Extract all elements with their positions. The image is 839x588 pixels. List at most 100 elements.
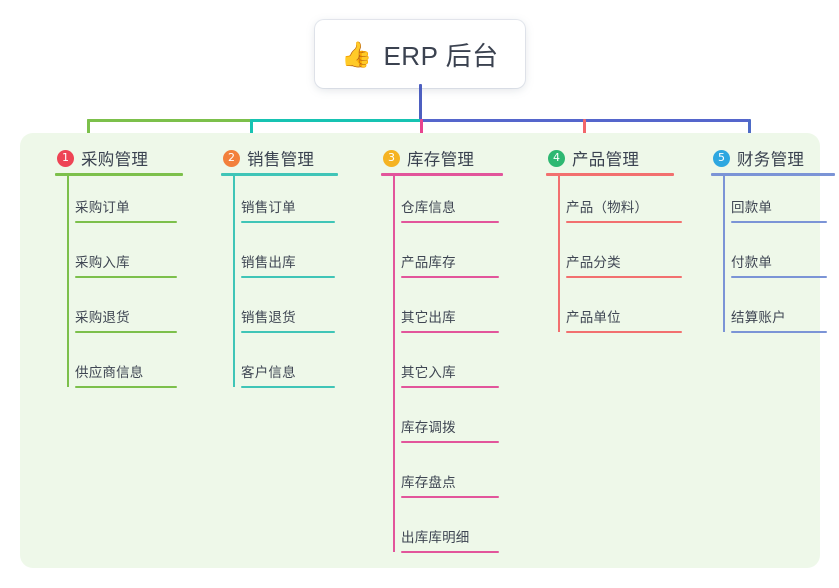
leaf-label: 产品分类 xyxy=(566,255,621,270)
connector-drop-4 xyxy=(583,119,586,146)
leaf-label: 采购入库 xyxy=(75,255,130,270)
connector-drop-1 xyxy=(87,119,90,146)
leaf-rule xyxy=(75,276,177,278)
leaf-label: 结算账户 xyxy=(731,310,786,325)
branch-leaf-item[interactable]: 采购订单 xyxy=(75,183,177,223)
branch-header-产品管理[interactable]: 4 产品管理 xyxy=(528,145,639,171)
branch-header-rule xyxy=(546,173,674,176)
branches-panel: 1 采购管理采购订单采购入库采购退货供应商信息 2 销售管理销售订单销售出库销售退货客… xyxy=(20,133,835,568)
leaf-rule xyxy=(241,276,335,278)
leaf-rule xyxy=(241,331,335,333)
branch-number-badge: 2 xyxy=(223,149,240,167)
branch-leaf-item[interactable]: 库存盘点 xyxy=(401,458,499,498)
leaf-label: 供应商信息 xyxy=(75,365,144,380)
branch-leaf-item[interactable]: 产品分类 xyxy=(566,238,682,278)
branch-spine xyxy=(723,175,725,332)
branch-header-销售管理[interactable]: 2 销售管理 xyxy=(203,145,314,171)
root-node-content: 👍 ERP 后台 xyxy=(341,36,498,73)
leaf-rule xyxy=(401,441,499,443)
leaf-rule xyxy=(731,331,827,333)
leaf-label: 库存盘点 xyxy=(401,475,456,490)
leaf-label: 其它出库 xyxy=(401,310,456,325)
leaf-rule xyxy=(731,276,827,278)
leaf-label: 销售退货 xyxy=(241,310,296,325)
branch-leaf-item[interactable]: 库存调拨 xyxy=(401,403,499,443)
leaf-label: 出库库明细 xyxy=(401,530,470,545)
leaf-label: 销售出库 xyxy=(241,255,296,270)
leaf-label: 其它入库 xyxy=(401,365,456,380)
branch-title: 库存管理 xyxy=(407,151,475,169)
leaf-label: 产品（物料） xyxy=(566,200,649,215)
leaf-rule xyxy=(401,331,499,333)
branch-leaf-item[interactable]: 销售订单 xyxy=(241,183,335,223)
branch-leaf-item[interactable]: 出库库明细 xyxy=(401,513,499,553)
leaf-label: 付款单 xyxy=(731,255,773,270)
connector-drop-3 xyxy=(420,119,423,146)
branch-leaf-item[interactable]: 产品单位 xyxy=(566,293,682,333)
branch-leaf-item[interactable]: 回款单 xyxy=(731,183,827,223)
leaf-rule xyxy=(401,221,499,223)
leaf-rule xyxy=(75,386,177,388)
connector-drop-2 xyxy=(250,119,253,146)
branch-title: 采购管理 xyxy=(81,151,149,169)
branch-leaf-item[interactable]: 仓库信息 xyxy=(401,183,499,223)
branch-leaf-item[interactable]: 客户信息 xyxy=(241,348,335,388)
leaf-rule xyxy=(401,496,499,498)
branch-number-badge: 4 xyxy=(548,149,565,167)
leaf-rule xyxy=(241,386,335,388)
leaf-rule xyxy=(75,331,177,333)
branch-number-badge: 5 xyxy=(713,149,730,167)
branch-leaf-item[interactable]: 产品（物料） xyxy=(566,183,682,223)
branch-title: 销售管理 xyxy=(247,151,315,169)
branch-spine xyxy=(558,175,560,332)
leaf-label: 产品单位 xyxy=(566,310,621,325)
leaf-rule xyxy=(566,276,682,278)
root-node-card[interactable]: 👍 ERP 后台 xyxy=(315,20,525,88)
branch-leaf-item[interactable]: 采购退货 xyxy=(75,293,177,333)
leaf-label: 仓库信息 xyxy=(401,200,456,215)
branch-title: 产品管理 xyxy=(572,151,640,169)
leaf-label: 采购订单 xyxy=(75,200,130,215)
branch-header-财务管理[interactable]: 5 财务管理 xyxy=(693,145,804,171)
connector-drop-5 xyxy=(748,119,751,146)
branch-header-采购管理[interactable]: 1 采购管理 xyxy=(37,145,148,171)
leaf-rule xyxy=(566,331,682,333)
branch-header-rule xyxy=(381,173,503,176)
leaf-label: 产品库存 xyxy=(401,255,456,270)
leaf-rule xyxy=(401,551,499,553)
branch-number-badge: 1 xyxy=(57,149,74,167)
leaf-rule xyxy=(75,221,177,223)
branch-number-badge: 3 xyxy=(383,149,400,167)
branch-leaf-item[interactable]: 产品库存 xyxy=(401,238,499,278)
leaf-label: 库存调拨 xyxy=(401,420,456,435)
leaf-rule xyxy=(401,276,499,278)
branch-leaf-item[interactable]: 其它入库 xyxy=(401,348,499,388)
leaf-rule xyxy=(401,386,499,388)
leaf-rule xyxy=(731,221,827,223)
branch-title: 财务管理 xyxy=(737,151,805,169)
thumbs-up-icon: 👍 xyxy=(341,40,373,69)
branch-leaf-item[interactable]: 采购入库 xyxy=(75,238,177,278)
branch-spine xyxy=(67,175,69,387)
connector-root-stem xyxy=(419,84,422,121)
leaf-label: 回款单 xyxy=(731,200,773,215)
branch-header-rule xyxy=(711,173,835,176)
branch-header-rule xyxy=(221,173,338,176)
connector-bus-segment-1 xyxy=(87,119,251,122)
branch-leaf-item[interactable]: 结算账户 xyxy=(731,293,827,333)
branch-leaf-item[interactable]: 其它出库 xyxy=(401,293,499,333)
branch-leaf-item[interactable]: 销售退货 xyxy=(241,293,335,333)
leaf-label: 采购退货 xyxy=(75,310,130,325)
leaf-rule xyxy=(241,221,335,223)
branch-header-库存管理[interactable]: 3 库存管理 xyxy=(363,145,474,171)
branch-leaf-item[interactable]: 销售出库 xyxy=(241,238,335,278)
leaf-label: 销售订单 xyxy=(241,200,296,215)
branch-header-rule xyxy=(55,173,183,176)
connector-bus-segment-2 xyxy=(250,119,421,122)
branch-leaf-item[interactable]: 付款单 xyxy=(731,238,827,278)
root-node-title: ERP 后台 xyxy=(383,40,499,71)
leaf-rule xyxy=(566,221,682,223)
branch-leaf-item[interactable]: 供应商信息 xyxy=(75,348,177,388)
branch-spine xyxy=(233,175,235,387)
